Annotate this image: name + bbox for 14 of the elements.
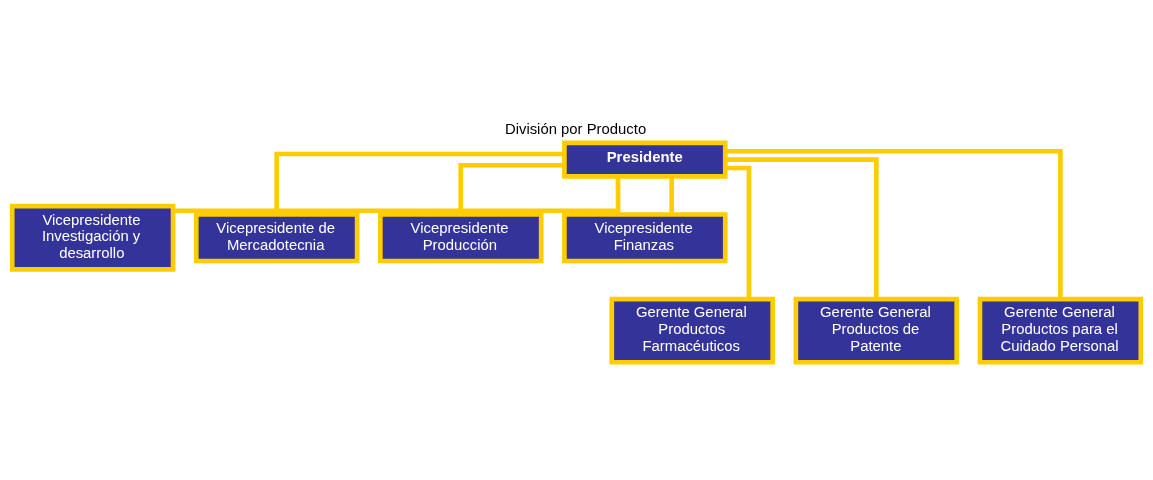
node-box: Gerente General Productos para el Cuidado Personal: [977, 296, 1144, 365]
node-box: Gerente General Productos Farmacéuticos: [609, 296, 775, 365]
connector: [725, 156, 879, 299]
connector: [725, 148, 1063, 299]
node-box: Vicepresidente Finanzas: [562, 211, 728, 263]
connector: [725, 165, 752, 299]
diagram-title: División por Producto: [504, 120, 647, 137]
connector: [669, 176, 674, 214]
node-box: Vicepresidente Producción: [378, 211, 544, 263]
node-box: Presidente: [562, 140, 728, 179]
node-box: Vicepresidente de Mercadotecnia: [193, 211, 360, 263]
node-box: Gerente General Productos de Patente: [793, 296, 960, 365]
node-box: Vicepresidente Investigación y desarrollo: [9, 203, 176, 272]
connector: [173, 175, 621, 213]
